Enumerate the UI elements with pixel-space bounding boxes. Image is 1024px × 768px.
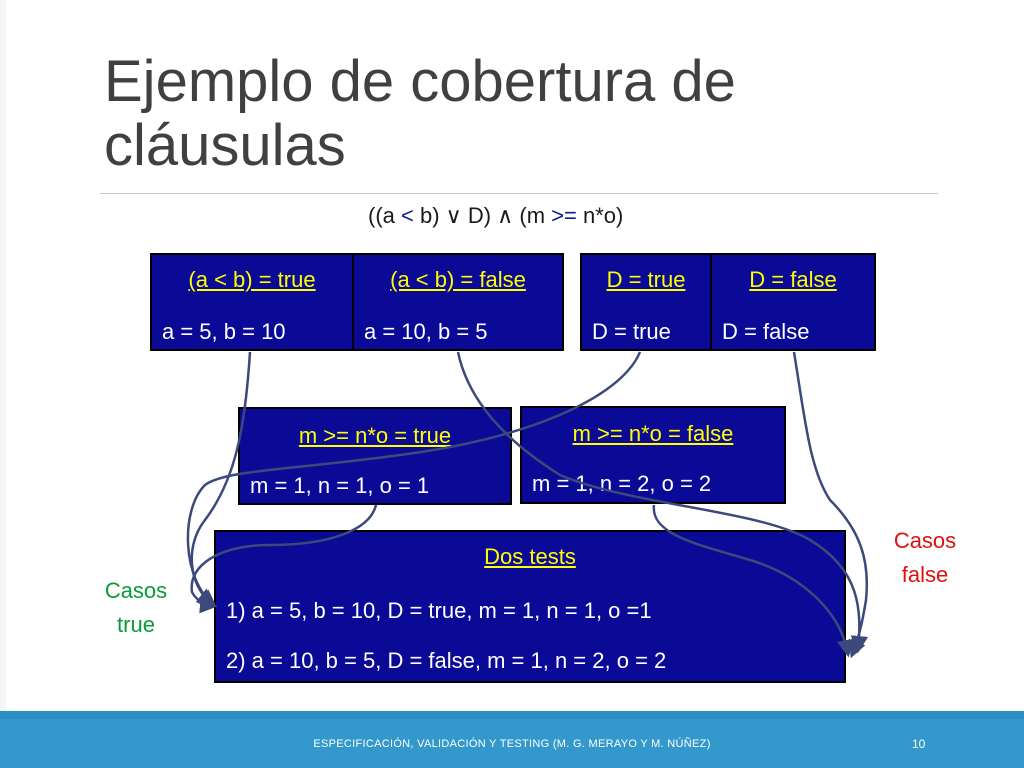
false-cases-line-1: Casos: [893, 528, 957, 553]
formula-part-5: n*o): [576, 203, 624, 228]
formula-part-4: >=: [551, 203, 577, 228]
test-line-2: 2) a = 10, b = 5, D = false, m = 1, n = …: [226, 648, 667, 673]
clause-value: a = 5, b = 10: [162, 319, 286, 344]
footer-bar: ESPECIFICACIÓN, VALIDACIÓN Y TESTING (M.…: [0, 711, 1024, 768]
footer-text: ESPECIFICACIÓN, VALIDACIÓN Y TESTING (M.…: [313, 738, 711, 750]
slide-title: Ejemplo de cobertura de cláusulas: [104, 49, 736, 178]
clause-header: (a < b) = false: [390, 267, 526, 292]
clause-box-a-lt-b-false: (a < b) = false a = 10, b = 5: [352, 253, 564, 351]
clause-header: D = true: [606, 267, 686, 292]
true-cases-line-2: true: [117, 612, 155, 637]
true-cases-line-1: Casos: [104, 578, 168, 603]
clause-header: D = false: [749, 267, 837, 292]
clause-value: m = 1, n = 1, o = 1: [250, 473, 430, 498]
clause-box-m-ge-no-true: m >= n*o = true m = 1, n = 1, o = 1: [238, 407, 512, 505]
false-cases-line-2: false: [901, 562, 949, 587]
formula-part-3: b) ∨ D) ∧ (m: [413, 203, 552, 228]
formula-part-2: <: [401, 203, 414, 228]
test-line-1: 1) a = 5, b = 10, D = true, m = 1, n = 1…: [226, 598, 652, 623]
clause-value: D = false: [722, 319, 810, 344]
clause-box-d-false: D = false D = false: [710, 253, 876, 351]
page-number: 10: [912, 737, 926, 751]
clause-value: D = true: [592, 319, 671, 344]
clause-value: a = 10, b = 5: [364, 319, 488, 344]
formula: ((a < b) ∨ D) ∧ (m >= n*o): [368, 203, 623, 229]
clause-value: m = 1, n = 2, o = 2: [532, 471, 712, 496]
false-cases-label: Casos false: [880, 524, 970, 592]
clause-box-a-lt-b-true: (a < b) = true a = 5, b = 10: [150, 253, 354, 351]
true-cases-label: Casos true: [96, 574, 176, 642]
tests-box: Dos tests 1) a = 5, b = 10, D = true, m …: [214, 530, 846, 683]
tests-header: Dos tests: [484, 544, 576, 569]
clause-header: (a < b) = true: [188, 267, 316, 292]
clause-box-d-true: D = true D = true: [580, 253, 712, 351]
left-edge-rule: [0, 0, 6, 768]
clause-header: m >= n*o = true: [298, 423, 452, 448]
title-divider: [100, 193, 938, 194]
clause-box-m-ge-no-false: m >= n*o = false m = 1, n = 2, o = 2: [520, 406, 786, 504]
formula-part-1: ((a: [368, 203, 401, 228]
clause-header: m >= n*o = false: [572, 421, 734, 446]
footer-top-strip: [0, 711, 1024, 719]
